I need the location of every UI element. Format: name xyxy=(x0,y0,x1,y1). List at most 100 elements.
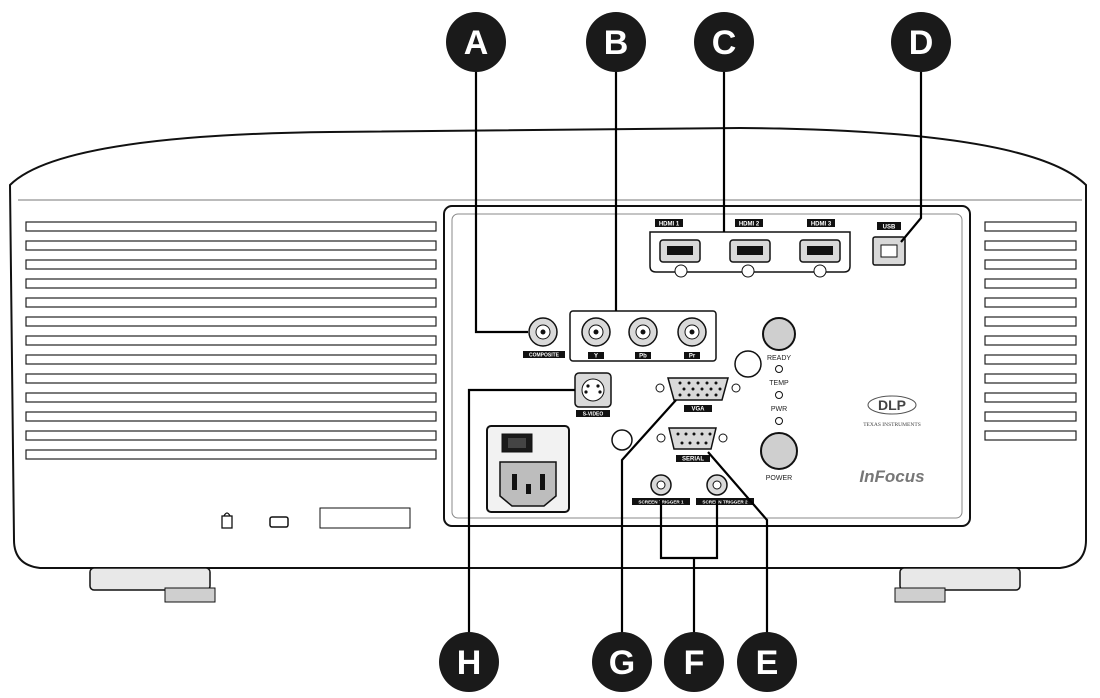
callout-d: D xyxy=(891,12,951,72)
right-vent-grille xyxy=(984,221,1077,441)
vent-slat xyxy=(984,297,1077,308)
connector-pin xyxy=(714,381,718,385)
connector-pin xyxy=(700,432,704,436)
pwr-led xyxy=(775,417,783,425)
screen-trigger-2-label: SCREEN TRIGGER 2 xyxy=(702,500,748,505)
hdmi-3-tag xyxy=(807,219,835,227)
connector-pin xyxy=(718,387,722,391)
callout-leader-lines xyxy=(467,60,923,670)
callout-h: H xyxy=(439,632,499,692)
connector-pin xyxy=(691,387,695,391)
power-inlet xyxy=(486,425,570,513)
temp-label: TEMP xyxy=(769,380,789,387)
vent-slat xyxy=(984,335,1077,346)
vga-port: VGA xyxy=(655,377,741,413)
connector-pin xyxy=(709,387,713,391)
connector-pin xyxy=(704,441,708,445)
ir-sensor-2 xyxy=(611,429,633,451)
connector-pin xyxy=(682,387,686,391)
connector-pin xyxy=(696,441,700,445)
serial-port: SERIAL xyxy=(656,427,728,463)
connector-pin xyxy=(696,393,700,397)
connector-panel xyxy=(443,205,971,527)
vent-slat xyxy=(984,316,1077,327)
power-label: POWER xyxy=(766,475,792,482)
hdmi-group: HDMI 1 HDMI 2 HDMI 3 xyxy=(649,219,851,278)
callout-g: G xyxy=(592,632,652,692)
callout-f-letter: F xyxy=(684,644,705,682)
vent-slat xyxy=(25,392,437,403)
hdmi-3-label: HDMI 3 xyxy=(811,222,832,228)
hdmi-3-port xyxy=(799,239,841,278)
kensington-lock xyxy=(221,512,289,529)
power-button xyxy=(760,432,798,470)
vent-slat xyxy=(25,221,437,232)
callout-e: E xyxy=(737,632,797,692)
connector-pin xyxy=(676,432,680,436)
pwr-label: PWR xyxy=(771,406,787,413)
vent-slat xyxy=(984,411,1077,422)
callout-c-letter: C xyxy=(712,24,737,62)
ready-label: READY xyxy=(767,355,791,362)
connector-pin xyxy=(696,381,700,385)
callout-e-letter: E xyxy=(756,644,779,682)
connector-pin xyxy=(687,381,691,385)
connector-pin xyxy=(705,381,709,385)
vent-slat xyxy=(984,221,1077,232)
screen-trigger-2-port: SCREEN TRIGGER 2 xyxy=(696,474,754,505)
vga-label: VGA xyxy=(691,407,705,413)
component-pb-port: Pb xyxy=(628,317,658,360)
connector-pin xyxy=(680,441,684,445)
ir-sensor xyxy=(734,350,762,378)
infocus-logo: InFocus xyxy=(859,467,924,486)
hdmi-2-tag xyxy=(735,219,763,227)
serial-label: SERIAL xyxy=(682,457,704,463)
callout-h-letter: H xyxy=(457,644,482,682)
ready-led xyxy=(775,365,783,373)
hdmi-1-port xyxy=(659,239,701,278)
s-video-port: S-VIDEO xyxy=(574,372,612,418)
hdmi-1-label: HDMI 1 xyxy=(659,222,680,228)
callout-b-letter: B xyxy=(604,24,629,62)
component-y-port: Y xyxy=(581,317,611,360)
callout-a-letter: A xyxy=(464,24,489,62)
usb-label: USB xyxy=(883,225,896,231)
vent-slat xyxy=(25,278,437,289)
vent-slat xyxy=(25,335,437,346)
vent-slat xyxy=(984,354,1077,365)
vent-slat xyxy=(25,449,437,460)
callout-f: F xyxy=(664,632,724,692)
vent-slat xyxy=(984,430,1077,441)
vent-slat xyxy=(984,240,1077,251)
temp-led xyxy=(775,391,783,399)
component-y-label: Y xyxy=(594,354,598,360)
connector-pin xyxy=(684,432,688,436)
component-pr-port: Pr xyxy=(677,317,707,360)
vent-slat xyxy=(25,297,437,308)
control-indicators: READY TEMP PWR POWER xyxy=(760,317,798,482)
connector-pin xyxy=(708,432,712,436)
connector-pin xyxy=(705,393,709,397)
vent-slat xyxy=(25,316,437,327)
connector-pin xyxy=(678,381,682,385)
connector-pin xyxy=(692,432,696,436)
top-button xyxy=(762,317,796,351)
composite-port: COMPOSITE xyxy=(523,317,565,359)
connector-pin xyxy=(678,393,682,397)
hdmi-2-label: HDMI 2 xyxy=(739,222,760,228)
usb-port: USB xyxy=(872,222,906,266)
component-pb-label: Pb xyxy=(639,354,647,360)
vent-slat xyxy=(25,430,437,441)
dlp-text: DLP xyxy=(878,397,906,413)
callout-g-letter: G xyxy=(609,644,635,682)
vent-slat xyxy=(984,392,1077,403)
connector-pin xyxy=(687,393,691,397)
dlp-logo: DLP TEXAS INSTRUMENTS xyxy=(863,395,921,428)
vent-slat xyxy=(25,259,437,270)
vent-slat xyxy=(984,259,1077,270)
callout-b: B xyxy=(586,12,646,72)
hdmi-1-tag xyxy=(655,219,683,227)
vent-slat xyxy=(25,411,437,422)
